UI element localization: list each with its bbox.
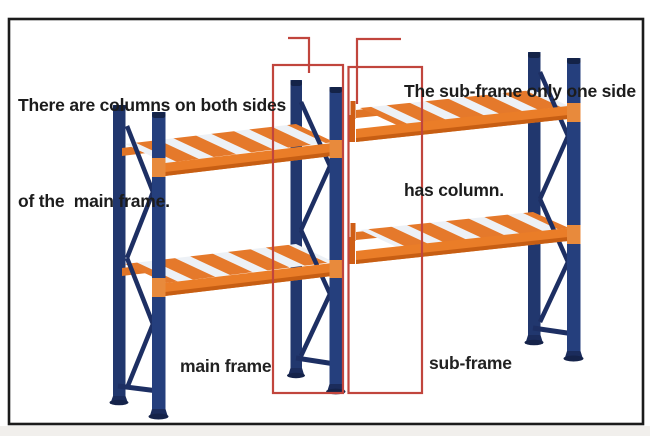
column-feet xyxy=(109,335,584,420)
right-frame-front-column-cap xyxy=(567,58,581,64)
middle-frame-front-column xyxy=(329,87,342,384)
bay2-level1-front-beam-connector xyxy=(349,115,355,142)
shelf-levels xyxy=(122,90,569,283)
sub-frame-label: sub-frame xyxy=(429,353,512,373)
right-frame-beam-connector-l1 xyxy=(567,103,581,122)
front-beams xyxy=(165,106,568,296)
left-frame-beam-connector-l2 xyxy=(152,278,166,297)
middle-frame-front-column-cap xyxy=(329,87,342,93)
sub-frame-annotation: The sub-frame only one side has column. xyxy=(404,9,636,273)
main-frame-leader-line xyxy=(288,36,311,73)
left-frame-back-column-cap xyxy=(113,105,126,111)
right-frame-back-column-cap xyxy=(528,52,541,58)
bay1-level1-front-beam-shade xyxy=(165,152,332,176)
front-columns xyxy=(152,58,581,409)
middle-frame-back-column-cap xyxy=(290,80,302,86)
middle-frame-back-column xyxy=(290,80,302,368)
right-frame-beam-connector-l2 xyxy=(567,225,581,244)
bay2-level1-back-beam-connector xyxy=(350,101,356,119)
bay2-level1-front-beam-shade xyxy=(356,115,568,142)
frame-bracing xyxy=(117,71,575,394)
left-frame-beam-connector-l1 xyxy=(152,158,166,177)
bay1-level2-front-beam-shade xyxy=(165,272,332,296)
left-frame-back-column xyxy=(113,105,126,396)
bay2-level2-back-beam-connector xyxy=(350,223,356,241)
bay2-level2-front-beam-shade xyxy=(356,237,568,264)
bay1-level2-deck xyxy=(125,244,334,283)
sub-frame-highlight-box xyxy=(347,65,424,395)
sub-frame-leader-line xyxy=(355,37,401,104)
bay2-level2-front-beam-connector xyxy=(349,237,355,264)
main-frame-label: main frame xyxy=(180,356,272,376)
left-frame-front-column xyxy=(152,112,166,409)
main-frame-annotation-line2: of the main frame. xyxy=(18,191,170,211)
bay2-level1-deck xyxy=(360,90,569,126)
main-frame-annotation: There are columns on both sides of the m… xyxy=(18,25,286,281)
left-frame-front-column-cap xyxy=(152,112,166,118)
left-frame-braces xyxy=(117,125,159,394)
middle-frame-beam-connector-l2 xyxy=(329,260,342,278)
diagram-border xyxy=(7,17,645,426)
bay2-level2-deck xyxy=(360,212,569,248)
red-annotations xyxy=(271,36,424,395)
right-frame-front-column xyxy=(567,58,581,351)
bay1-level1-deck xyxy=(125,124,334,163)
middle-frame-beam-connector-l1 xyxy=(329,140,342,158)
main-frame-annotation-line1: There are columns on both sides xyxy=(18,95,287,115)
bottom-margin-strip xyxy=(0,426,650,436)
sub-frame-annotation-line2: has column. xyxy=(404,180,504,200)
sub-frame-annotation-line1: The sub-frame only one side xyxy=(404,81,636,101)
